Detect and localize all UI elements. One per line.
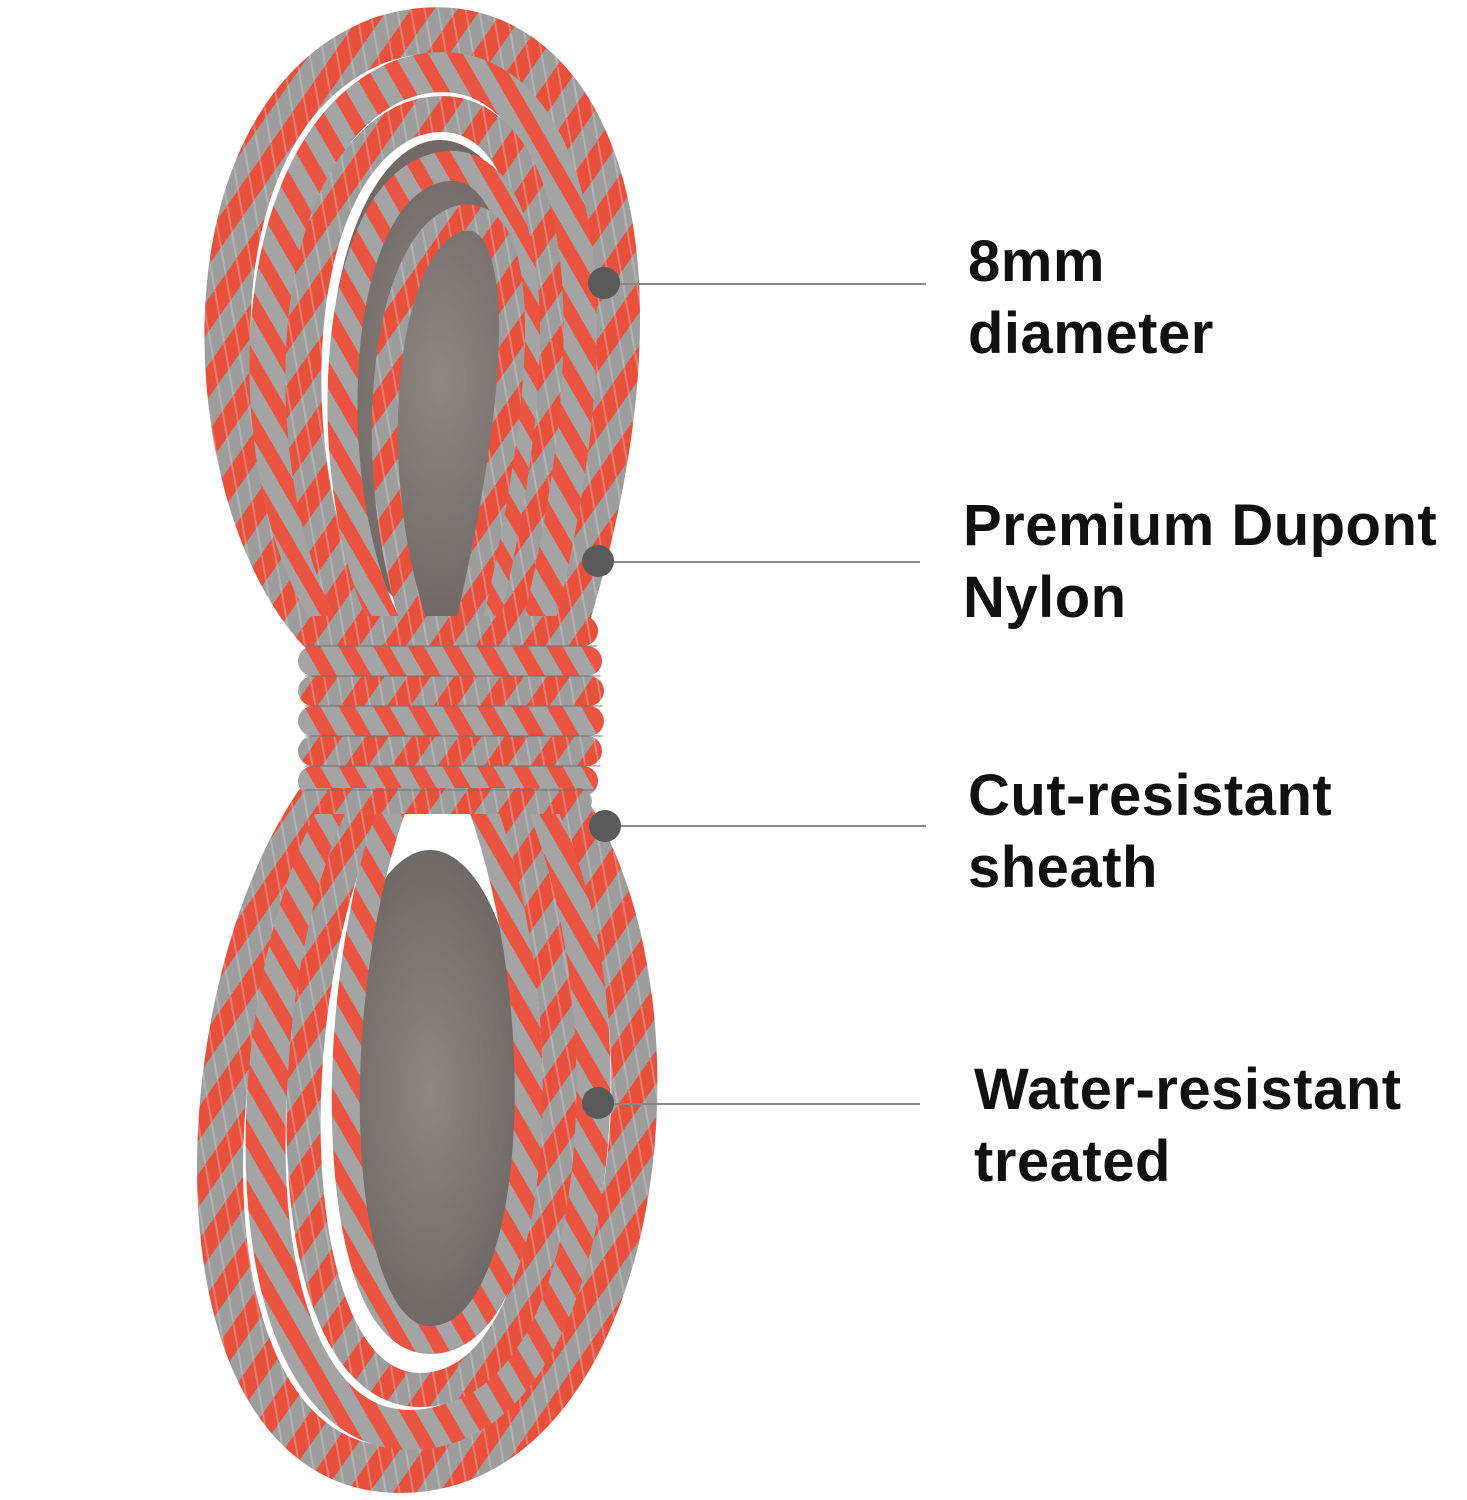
lower-loop-strands [197, 777, 658, 1494]
middle-wrap [298, 616, 604, 814]
pointer-dot-2 [582, 545, 614, 577]
callout-material-line1: Premium Dupont [963, 493, 1438, 558]
pointer-dot-1 [588, 267, 620, 299]
callout-sheath-line1: Cut-resistant [968, 763, 1333, 828]
callout-pointers [582, 267, 926, 1119]
callout-material-line2: Nylon [963, 565, 1127, 630]
callout-material: Premium Dupont Nylon [963, 490, 1437, 634]
callout-diameter-line2: diameter [968, 301, 1214, 366]
callout-water: Water-resistant treated [974, 1054, 1402, 1198]
callout-diameter-line1: 8mm [968, 229, 1105, 294]
pointer-dot-3 [589, 810, 621, 842]
pointer-dot-4 [582, 1087, 614, 1119]
callout-sheath: Cut-resistant sheath [968, 760, 1332, 904]
callout-water-line2: treated [974, 1129, 1171, 1194]
callout-diameter: 8mm diameter [968, 226, 1214, 370]
callout-sheath-line2: sheath [968, 835, 1158, 900]
upper-loop-strands [204, 7, 641, 663]
lower-loop-shadow [335, 850, 525, 1330]
callout-water-line1: Water-resistant [974, 1057, 1402, 1122]
